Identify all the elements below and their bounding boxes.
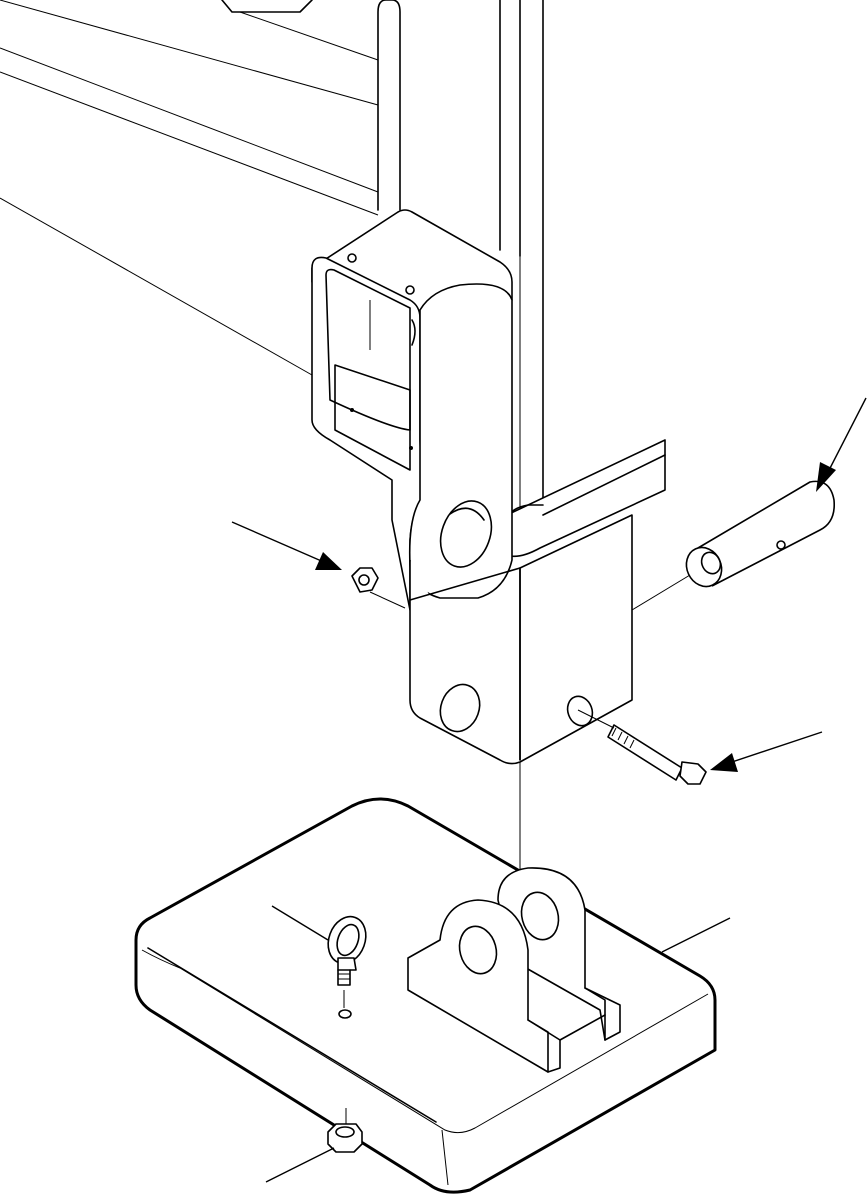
callout-base-plate — [661, 917, 731, 953]
eye-bolt — [327, 915, 367, 1019]
lock-nut — [351, 567, 406, 609]
clevis-lugs — [407, 867, 621, 1073]
pivot-pin — [631, 480, 836, 611]
hex-bolt — [577, 709, 707, 785]
bracket-clamp — [311, 209, 513, 611]
callout-pin — [816, 397, 867, 492]
callout-hex-bolt — [710, 731, 823, 772]
callout-bottom-nut — [265, 1147, 335, 1183]
callout-lock-nut — [231, 521, 342, 570]
bottom-nut — [327, 1108, 363, 1153]
crossbar-tubes — [0, 0, 379, 376]
callout-eye-bolt — [271, 905, 329, 941]
